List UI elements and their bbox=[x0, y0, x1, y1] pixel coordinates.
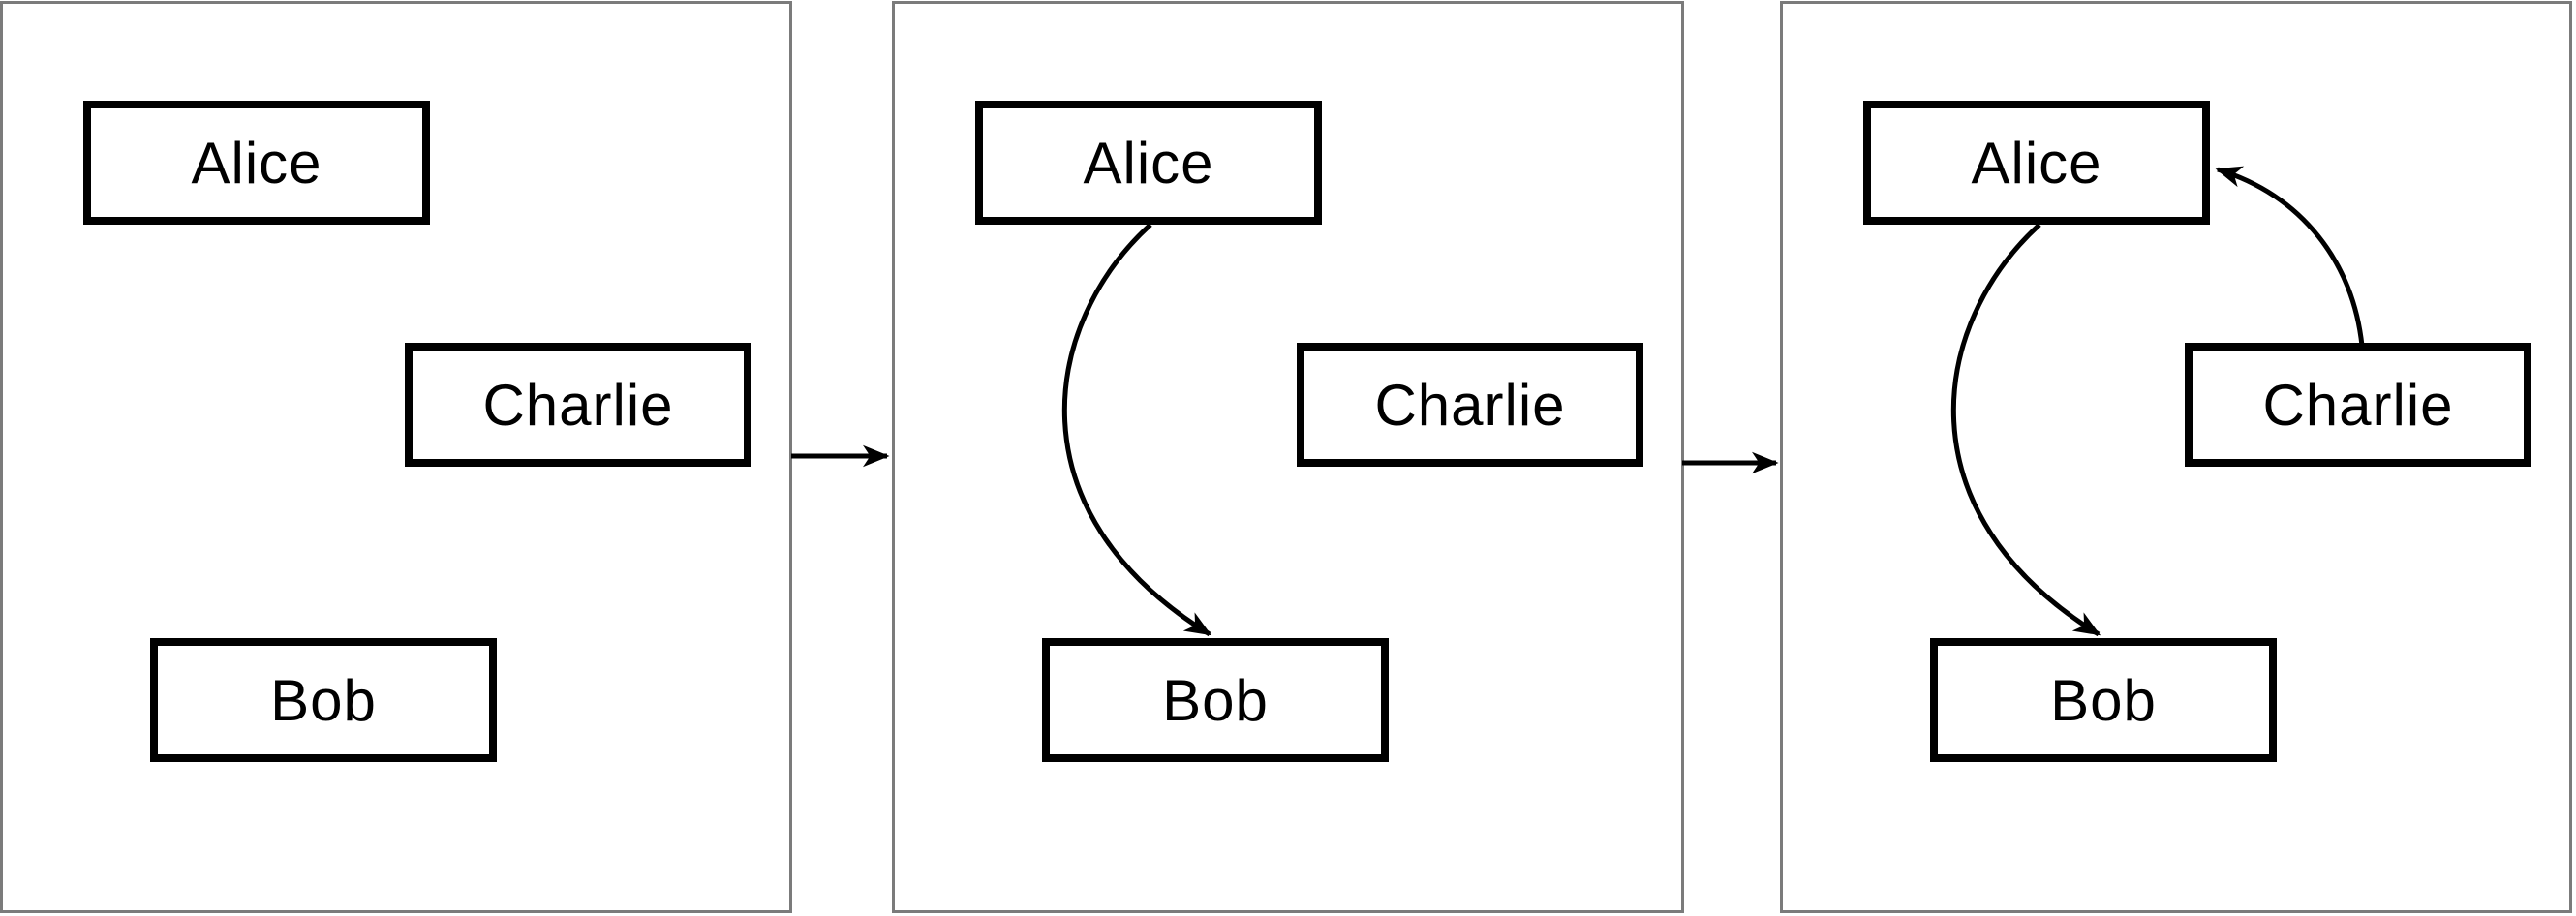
node-bob-panel-2: Bob bbox=[1042, 638, 1389, 762]
node-charlie-label: Charlie bbox=[482, 372, 674, 438]
node-alice-label: Alice bbox=[1971, 130, 2102, 196]
node-bob-panel-1: Bob bbox=[150, 638, 497, 762]
node-charlie-panel-1: Charlie bbox=[405, 343, 751, 467]
panel-state-3: Alice Charlie Bob bbox=[1780, 1, 2572, 913]
node-alice-panel-2: Alice bbox=[975, 101, 1322, 225]
node-bob-panel-3: Bob bbox=[1930, 638, 2277, 762]
node-alice-label: Alice bbox=[191, 130, 322, 196]
node-bob-label: Bob bbox=[1162, 667, 1269, 733]
node-charlie-panel-2: Charlie bbox=[1297, 343, 1643, 467]
node-charlie-panel-3: Charlie bbox=[2185, 343, 2531, 467]
node-alice-panel-3: Alice bbox=[1863, 101, 2210, 225]
panel-state-2: Alice Charlie Bob bbox=[892, 1, 1684, 913]
node-charlie-label: Charlie bbox=[2262, 372, 2454, 438]
node-alice-label: Alice bbox=[1083, 130, 1214, 196]
panel-state-1: Alice Charlie Bob bbox=[0, 1, 792, 913]
node-alice-panel-1: Alice bbox=[83, 101, 430, 225]
node-charlie-label: Charlie bbox=[1374, 372, 1566, 438]
node-bob-label: Bob bbox=[270, 667, 377, 733]
node-bob-label: Bob bbox=[2050, 667, 2157, 733]
